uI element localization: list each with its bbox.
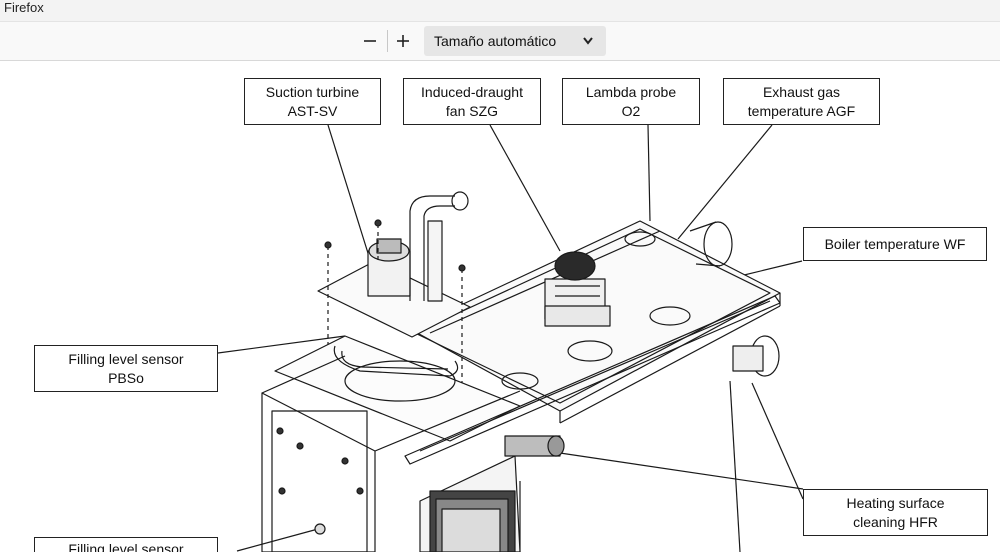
callout-induced-draught-fan: Induced-draught fan SZG — [403, 78, 541, 125]
zoom-select-value: Tamaño automático — [434, 33, 557, 49]
pdf-toolbar: Tamaño automático — [0, 22, 1000, 61]
zoom-select[interactable]: Tamaño automático — [424, 26, 606, 56]
zoom-out-button[interactable] — [359, 30, 381, 52]
callout-lambda-probe: Lambda probe O2 — [562, 78, 700, 125]
zoom-in-button[interactable] — [392, 30, 414, 52]
callout-lambda-probe-text: Lambda probe O2 — [585, 83, 677, 119]
callout-boiler-temperature-text: Boiler temperature WF — [824, 235, 966, 252]
plus-icon — [397, 35, 409, 47]
callout-suction-turbine: Suction turbine AST-SV — [244, 78, 381, 125]
callout-filling-level-pbso: Filling level sensor PBSo — [34, 345, 218, 392]
window-titlebar: Firefox — [0, 0, 1000, 22]
callout-exhaust-gas-temperature-text: Exhaust gas temperature AGF — [747, 83, 856, 119]
callout-induced-draught-fan-text: Induced-draught fan SZG — [421, 83, 523, 119]
callout-boiler-temperature: Boiler temperature WF — [803, 227, 987, 261]
chevron-down-icon — [583, 37, 593, 45]
callout-exhaust-gas-temperature: Exhaust gas temperature AGF — [723, 78, 880, 125]
document-page: Suction turbine AST-SV Induced-draught f… — [0, 61, 1000, 552]
boiler-technical-drawing — [217, 124, 804, 552]
callout-suction-turbine-text: Suction turbine AST-SV — [265, 83, 360, 119]
callout-filling-level-pbso-text: Filling level sensor PBSo — [68, 350, 184, 386]
callout-filling-level-lower: Filling level sensor — [34, 537, 218, 552]
callout-heating-surface-cleaning: Heating surface cleaning HFR — [803, 489, 988, 536]
toolbar-separator — [387, 30, 388, 52]
callout-filling-level-lower-text: Filling level sensor — [68, 541, 184, 552]
minus-icon — [364, 40, 376, 42]
callout-heating-surface-cleaning-text: Heating surface cleaning HFR — [846, 494, 945, 530]
window-title: Firefox — [4, 0, 44, 15]
